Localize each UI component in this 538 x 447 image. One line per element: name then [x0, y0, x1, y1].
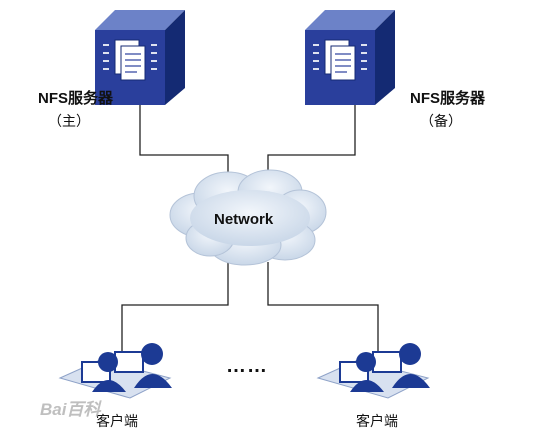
line-backup-to-network: [267, 98, 356, 175]
server-backup-icon: [305, 10, 395, 105]
client-group-left-icon: [58, 343, 172, 399]
client-group-right-icon: [316, 343, 430, 399]
document-icon: [324, 39, 356, 81]
baidu-watermark: Bai百科: [40, 400, 101, 419]
line-network-to-client-left: [121, 262, 229, 355]
server-primary-name: NFS服务器: [38, 90, 114, 107]
line-primary-to-network: [139, 98, 229, 175]
server-backup-role: （备）: [420, 113, 462, 129]
server-backup-role-text: 备: [434, 113, 448, 129]
ellipsis-separator: ……: [226, 355, 268, 377]
server-primary-role-text: 主: [62, 113, 76, 129]
server-primary-role: （主）: [48, 113, 90, 129]
client-left-label: 客户端: [96, 413, 138, 429]
line-network-to-client-right: [267, 262, 379, 355]
server-primary-icon: [95, 10, 185, 105]
document-icon: [114, 39, 146, 81]
connection-lines: [121, 98, 379, 355]
client-right-label: 客户端: [356, 413, 398, 429]
network-label: Network: [214, 211, 274, 228]
network-cloud-icon: [169, 169, 327, 266]
server-backup-name: NFS服务器: [410, 90, 486, 107]
